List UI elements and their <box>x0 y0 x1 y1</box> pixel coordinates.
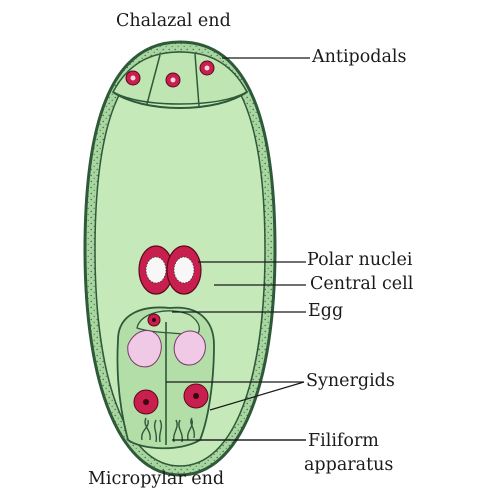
label-egg: Egg <box>308 301 344 321</box>
antipodal-nucleus <box>125 70 141 86</box>
egg-cell <box>136 310 201 337</box>
label-micropylar-end: Micropylar end <box>88 469 225 489</box>
polar-nuclei <box>138 245 202 295</box>
label-filiform: Filiform <box>308 431 379 451</box>
label-antipodals: Antipodals <box>312 47 407 67</box>
antipodal-cells <box>111 51 249 110</box>
antipodal-nucleus <box>165 72 181 88</box>
label-polar-nuclei: Polar nuclei <box>307 250 413 270</box>
synergid-left <box>127 330 162 415</box>
synergid-right <box>173 330 209 409</box>
antipodal-nucleus <box>199 60 215 76</box>
label-chalazal-end: Chalazal end <box>116 11 231 31</box>
label-apparatus: apparatus <box>304 455 394 475</box>
label-central-cell: Central cell <box>310 274 414 294</box>
label-leader-lines <box>166 57 310 441</box>
egg-apparatus <box>116 306 215 450</box>
label-synergids: Synergids <box>306 371 395 391</box>
